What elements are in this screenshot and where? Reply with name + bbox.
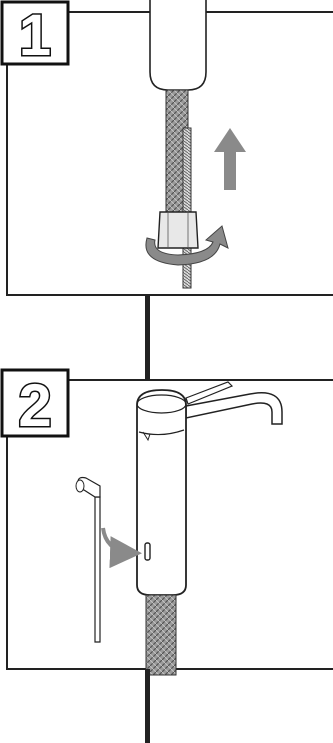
tap-body	[137, 390, 186, 595]
connector-line-2	[145, 669, 150, 743]
step-1-panel: 1	[2, 0, 333, 295]
pointer-arrow	[103, 528, 134, 553]
up-arrow	[214, 128, 246, 190]
set-screw-hole	[145, 543, 150, 560]
step-1-number: 1	[19, 3, 51, 68]
step-2-number: 2	[18, 372, 51, 439]
allen-key	[76, 478, 100, 643]
step-2-badge: 2	[2, 370, 68, 439]
braided-hose-lower	[146, 595, 176, 675]
hose-nut	[158, 212, 198, 248]
step-1-badge: 1	[2, 2, 68, 68]
connector-line-1	[145, 296, 150, 380]
step-2-panel: 2	[2, 370, 333, 675]
tap-body-bottom	[150, 0, 206, 90]
